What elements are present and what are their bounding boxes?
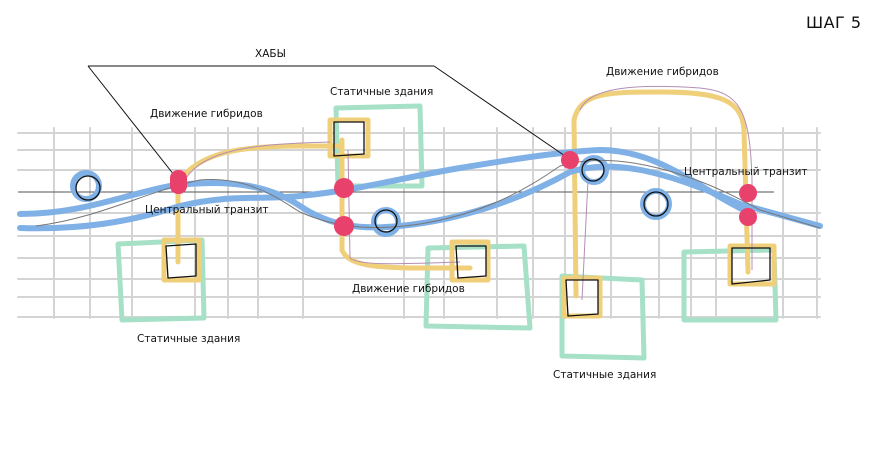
hubs-label: ХАБЫ bbox=[255, 48, 286, 60]
transit-loop-4 bbox=[640, 188, 672, 220]
ink-outlines bbox=[75, 121, 771, 317]
street-grid bbox=[17, 127, 821, 319]
central-transit-label-1: Центральный транзит bbox=[145, 204, 269, 216]
hybrid-building-4 bbox=[561, 275, 603, 319]
static-building-5 bbox=[681, 247, 779, 323]
central-transit-label-2: Центральный транзит bbox=[684, 166, 808, 178]
static-building-4 bbox=[559, 273, 647, 361]
hybrid-movement-label-2: Движение гибридов bbox=[352, 283, 465, 295]
static-building-3 bbox=[423, 243, 533, 331]
hub-2 bbox=[334, 178, 354, 198]
hub-6 bbox=[739, 208, 757, 226]
static-buildings-label-3: Статичные здания bbox=[553, 369, 656, 381]
hybrid-movement-label-3: Движение гибридов bbox=[606, 66, 719, 78]
static-buildings-label-1: Статичные здания bbox=[330, 86, 433, 98]
central-transit-route-2 bbox=[17, 147, 751, 232]
hubs-callout-lines bbox=[87, 65, 569, 181]
hubs-layer bbox=[170, 151, 757, 236]
hybrid-building-3 bbox=[449, 239, 491, 283]
hybrid-building-2 bbox=[327, 117, 371, 159]
static-buildings-label-2: Статичные здания bbox=[137, 333, 240, 345]
step-title: ШАГ 5 bbox=[806, 13, 862, 32]
hub-3 bbox=[334, 216, 354, 236]
static-buildings-layer bbox=[115, 103, 779, 361]
transit-loop-1 bbox=[70, 170, 102, 202]
hybrid-movement-label-1: Движение гибридов bbox=[150, 108, 263, 120]
hybrid-route-3 bbox=[571, 89, 751, 299]
hub-5 bbox=[739, 184, 757, 202]
hub-4 bbox=[561, 151, 579, 169]
hybrid-route-2 bbox=[339, 137, 473, 271]
hybrid-building-1 bbox=[161, 237, 202, 283]
static-building-2 bbox=[333, 103, 425, 189]
hub-1 bbox=[170, 170, 187, 194]
